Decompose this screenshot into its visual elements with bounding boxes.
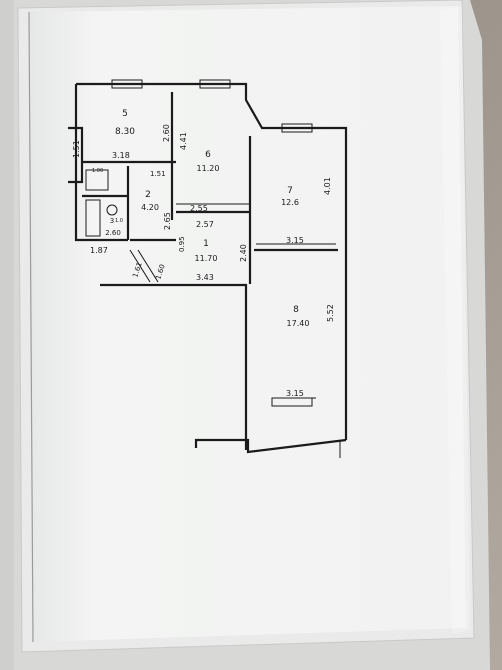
- outer-wall-bottom: [194, 438, 347, 454]
- room-7-number: 7: [287, 186, 293, 196]
- binder-spine: [0, 0, 14, 670]
- room-5-number: 5: [122, 109, 128, 119]
- bathtub: [85, 199, 101, 237]
- paper-sheet: [30, 6, 466, 642]
- dim-1-87: 1.87: [90, 246, 108, 255]
- dim-4-41: 4.41: [179, 132, 188, 150]
- room-3-number: 3: [110, 217, 114, 225]
- outer-wall-left: [74, 84, 128, 242]
- window-6: [199, 79, 231, 89]
- room-2-area: 4.20: [141, 203, 159, 212]
- window-5: [111, 79, 143, 89]
- plan-details: [85, 79, 341, 458]
- room-3-area: 2.60: [105, 229, 121, 237]
- page-left-edge: [28, 11, 34, 643]
- room-8-area: 17.40: [287, 319, 310, 328]
- dim-5-52: 5.52: [326, 304, 335, 322]
- sleeve-sheen: [440, 6, 470, 634]
- toilet-room: [85, 169, 109, 191]
- floor-plan: [68, 82, 348, 454]
- room-2-number: 2: [145, 190, 151, 200]
- dim-2-65: 2.65: [163, 212, 172, 230]
- window-7: [281, 123, 313, 133]
- dim-1-0: 1.0: [115, 218, 123, 224]
- room-5-area: 8.30: [115, 127, 135, 137]
- dim-1-00: 1.00: [92, 168, 103, 174]
- dim-3-18: 3.18: [112, 151, 130, 160]
- door-swing: [129, 249, 151, 283]
- window-8: [271, 397, 313, 407]
- dim-2-57: 2.57: [196, 220, 214, 229]
- outer-wall: [76, 82, 348, 440]
- dim-2-40: 2.40: [239, 244, 248, 262]
- room-1-number: 1: [203, 239, 209, 249]
- room-7-area: 12.6: [281, 198, 299, 207]
- room-8-number: 8: [293, 305, 299, 315]
- door-swing-2: [137, 249, 159, 283]
- dim-2-60: 2.60: [162, 124, 171, 142]
- dim-1-51-left: 1.51: [72, 140, 81, 158]
- dim-1-51: 1.51: [150, 170, 166, 178]
- dim-3-15-bottom: 3.15: [286, 389, 304, 398]
- entrance-wall: [100, 283, 248, 450]
- dim-2-55: 2.55: [190, 204, 208, 213]
- dim-0-95: 0.95: [178, 236, 186, 252]
- dim-3-15-top: 3.15: [286, 236, 304, 245]
- room-1-area: 11.70: [195, 254, 218, 263]
- room-6-area: 11.20: [197, 164, 220, 173]
- toilet-bowl: [106, 204, 118, 216]
- dim-4-01: 4.01: [323, 177, 332, 195]
- dim-3-43: 3.43: [196, 273, 214, 282]
- room-labels: 5 8.30 6 11.20 7 12.6 2 4.20 1 11.70 8 1…: [105, 109, 309, 328]
- left-wall-notch: [68, 126, 84, 184]
- room-6-number: 6: [205, 150, 211, 160]
